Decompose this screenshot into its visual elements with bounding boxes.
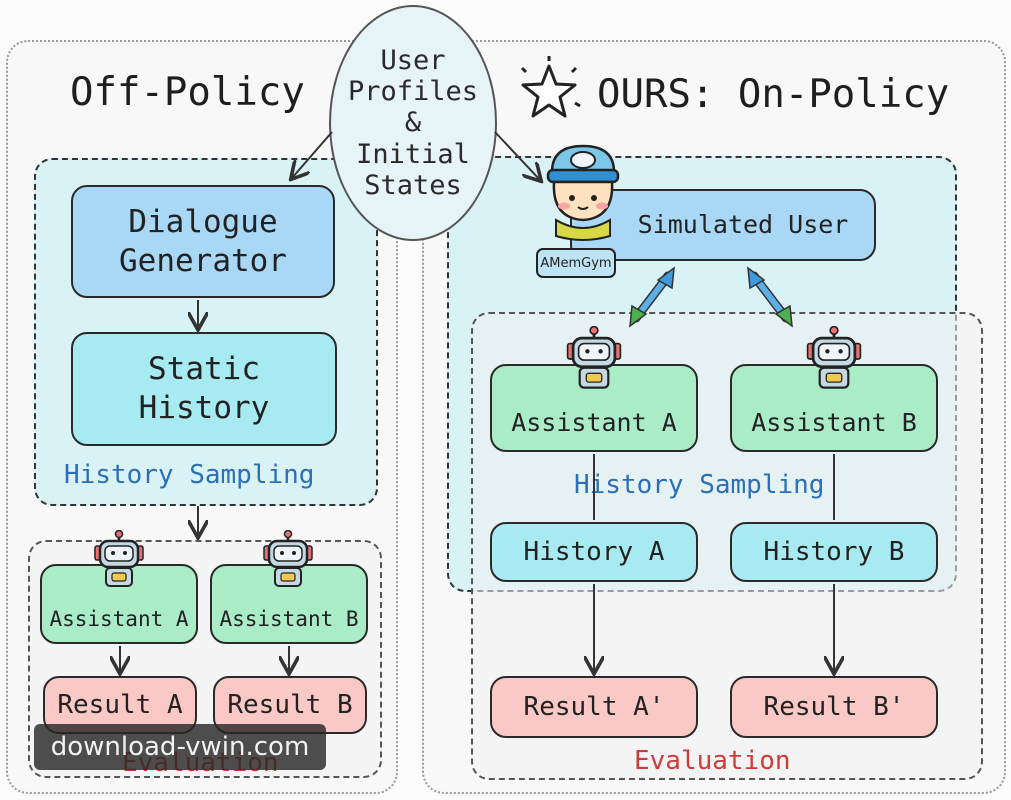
exchange-arrow-a-icon xyxy=(629,266,675,328)
off-policy-history-sampling-label: History Sampling xyxy=(64,460,315,490)
dialogue-generator-box: Dialogue Generator xyxy=(71,185,335,298)
off-policy-assistant-a-box: Assistant A xyxy=(40,564,198,644)
off-policy-assistant-a-label: Assistant A xyxy=(49,606,189,631)
on-policy-history-sampling-label: History Sampling xyxy=(574,470,825,500)
amemgym-badge: AMemGym xyxy=(536,248,616,278)
on-policy-assistant-a-label: Assistant A xyxy=(511,407,677,437)
robot-icon xyxy=(263,530,313,587)
robot-icon xyxy=(94,530,144,587)
on-policy-evaluation-label: Evaluation xyxy=(634,746,791,776)
star-icon xyxy=(520,56,581,118)
user-profiles-ellipse: User Profiles & Initial States xyxy=(329,5,497,241)
off-policy-result-b-box: Result B xyxy=(213,676,367,734)
on-policy-assistant-b-label: Assistant B xyxy=(751,407,917,437)
result-b-prime-box: Result B' xyxy=(730,676,938,738)
history-b-box: History B xyxy=(730,522,938,582)
watermark: download-vwin.com xyxy=(34,724,326,770)
off-policy-title: Off-Policy xyxy=(70,70,305,115)
robot-icon xyxy=(566,326,622,389)
result-a-prime-box: Result A' xyxy=(490,676,698,738)
static-history-box: Static History xyxy=(71,332,337,446)
amemgym-badge-label: AMemGym xyxy=(540,255,612,271)
robot-icon xyxy=(806,326,862,389)
simulated-user-box: Simulated User xyxy=(570,189,876,261)
off-policy-assistant-b-label: Assistant B xyxy=(219,606,359,631)
history-a-box: History A xyxy=(490,522,698,582)
exchange-arrow-b-icon xyxy=(747,266,793,328)
on-policy-title: OURS: On-Policy xyxy=(597,72,950,117)
simulated-user-avatar xyxy=(546,144,620,241)
